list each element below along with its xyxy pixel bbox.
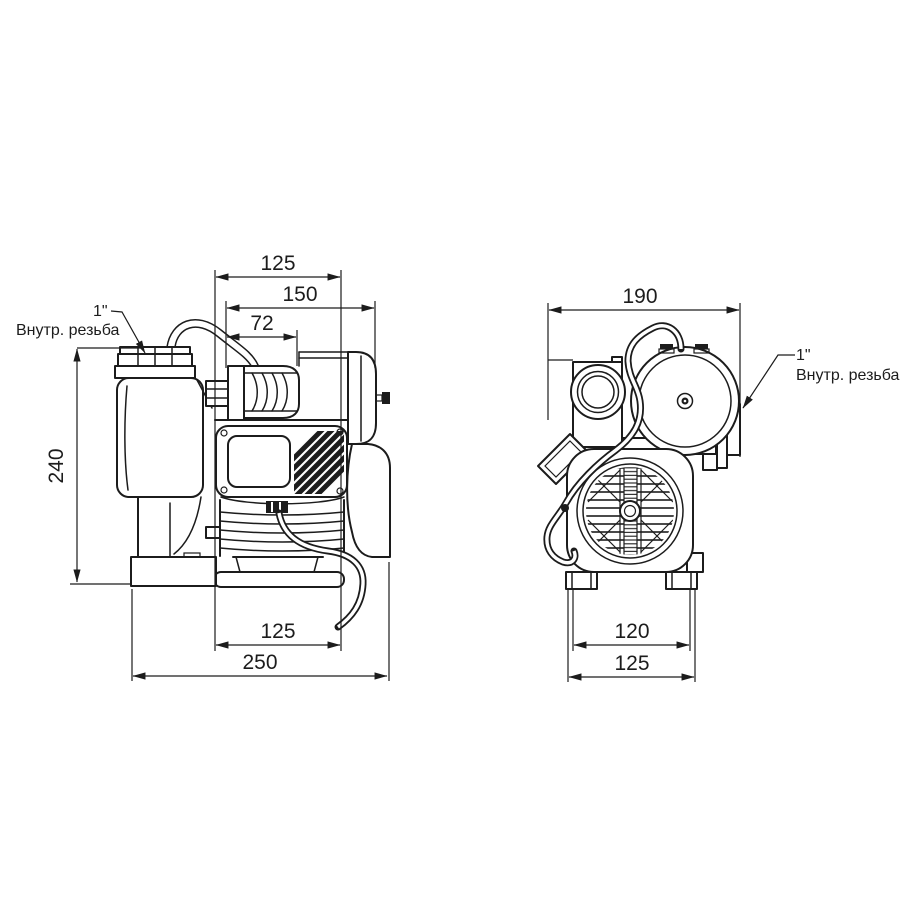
dimension-width-with-tank: 150 [226, 283, 375, 312]
dimension-overall-length: 250 [132, 651, 388, 680]
dimension-label: 240 [45, 448, 68, 483]
front-view: 125 150 72 240 125 250 [16, 252, 391, 681]
screw-icon [336, 428, 344, 436]
dimension-label: 250 [242, 651, 277, 674]
control-box [214, 419, 348, 505]
dimension-overall-depth: 190 [548, 285, 740, 314]
suction-stub [537, 433, 589, 485]
leader-inlet-port-left: 1" Внутр. резьба [16, 303, 146, 354]
side-view-dimensions: 190 120 125 1" Внутр. резьба [547, 285, 900, 682]
dimension-label: 72 [250, 312, 273, 335]
dimension-feet-spacing: 120 [573, 620, 690, 649]
dimension-label: 190 [622, 285, 657, 308]
fan-grill [586, 467, 674, 555]
vent-grille [294, 431, 344, 494]
pressure-tank-end [630, 344, 740, 456]
fan-hub [619, 500, 641, 522]
screw-icon [220, 486, 228, 494]
dimension-label: 125 [614, 652, 649, 675]
dimension-base-depth: 125 [568, 652, 695, 681]
side-view-feet [565, 571, 698, 590]
pump-body-side [548, 356, 626, 448]
port-size-label: 1" [796, 347, 811, 364]
control-box-panel [227, 435, 291, 488]
tank-tab [660, 344, 673, 349]
tank-bracket [130, 496, 217, 587]
tank-base [130, 556, 217, 587]
dimension-base-length: 125 [215, 620, 341, 649]
dimension-height: 240 [45, 348, 81, 583]
power-cord [275, 509, 367, 631]
screw-icon [336, 487, 344, 495]
dimension-label: 125 [260, 620, 295, 643]
dimension-label: 120 [614, 620, 649, 643]
dimension-head-width: 72 [226, 312, 297, 341]
ejector-head [243, 365, 300, 419]
rear-pump-bell [346, 443, 391, 558]
dimension-label: 150 [282, 283, 317, 306]
power-cord-side [543, 322, 685, 567]
inlet-fitting [114, 346, 196, 379]
filter-tank [116, 377, 213, 498]
inlet-hose-inner [174, 326, 253, 368]
side-view-pump-outline [537, 322, 741, 590]
leader-inlet-port-right: 1" Внутр. резьба [742, 347, 900, 409]
port-size-label: 1" [93, 303, 108, 320]
port-thread-label: Внутр. резьба [16, 322, 120, 339]
side-view: 190 120 125 1" Внутр. резьба [537, 285, 900, 682]
screw-icon [220, 429, 228, 437]
inlet-port-end [570, 364, 626, 420]
fan-housing [566, 448, 694, 573]
front-view-dimensions: 125 150 72 240 125 250 [16, 252, 390, 681]
drain-plug [205, 526, 221, 539]
dimension-label: 125 [260, 252, 295, 275]
pump-connector [205, 365, 245, 421]
tank-center-port [676, 392, 694, 410]
port-thread-label: Внутр. резьба [796, 367, 900, 384]
inlet-hose-outer [166, 319, 259, 366]
pump-base [213, 556, 345, 588]
front-view-pump-outline [114, 319, 391, 631]
cord-clip [561, 504, 569, 512]
tank-tab [695, 344, 708, 349]
pressure-tank-side [347, 351, 390, 445]
dimension-top-width: 125 [215, 252, 341, 281]
air-valve [382, 392, 390, 404]
